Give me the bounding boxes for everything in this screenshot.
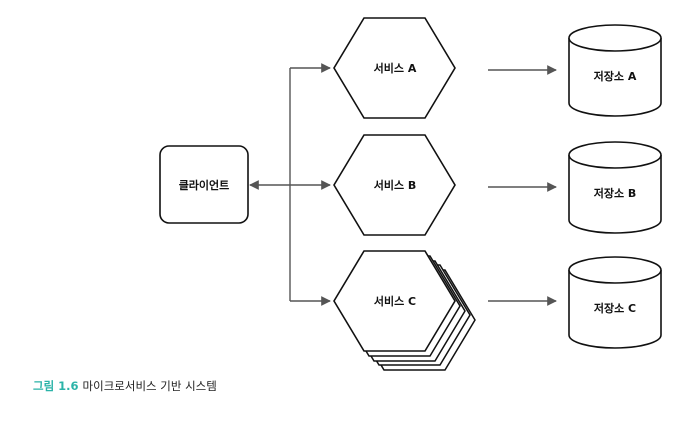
service-a-label: 서비스 A — [374, 61, 417, 75]
service-c-node: 서비스 C — [333, 250, 476, 371]
service-store-connectors — [488, 65, 557, 306]
client-connector — [249, 63, 331, 306]
store-c-node: 저장소 C — [568, 256, 662, 349]
client-node: 클라이언트 — [159, 145, 249, 224]
service-c-front — [333, 250, 456, 352]
store-b-node: 저장소 B — [568, 141, 662, 234]
store-a-node: 저장소 A — [568, 24, 662, 117]
figure-number: 그림 1.6 — [33, 379, 79, 393]
service-c-label: 서비스 C — [374, 294, 416, 308]
service-b-label: 서비스 B — [374, 178, 417, 192]
store-c-label: 저장소 C — [594, 301, 636, 315]
store-b-label: 저장소 B — [594, 186, 637, 200]
service-a-node: 서비스 A — [333, 17, 456, 119]
store-a-label: 저장소 A — [594, 69, 637, 83]
client-label: 클라이언트 — [179, 178, 230, 192]
figure-caption-text: 마이크로서비스 기반 시스템 — [82, 379, 217, 393]
service-b-node: 서비스 B — [333, 134, 456, 236]
